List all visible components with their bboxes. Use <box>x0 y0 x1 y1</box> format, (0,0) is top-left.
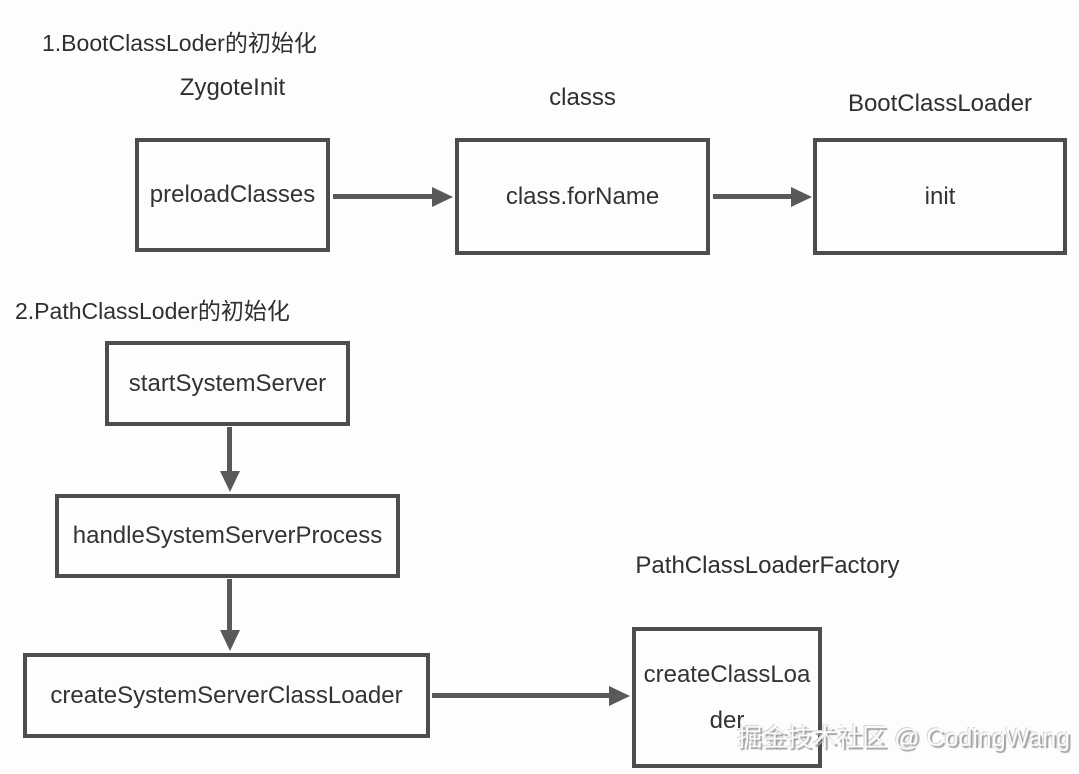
node-header-bootclassloader: BootClassLoader <box>847 90 1033 117</box>
node-header-pathclassloaderfactory: PathClassLoaderFactory <box>635 552 900 579</box>
node-startsystemserver: startSystemServer <box>105 341 350 426</box>
arrow-preloadclasses-to-forname <box>333 194 432 199</box>
node-header-zygoteinit: ZygoteInit <box>179 74 286 101</box>
section1-title: 1.BootClassLoder的初始化 <box>42 30 317 56</box>
arrow-create-to-factory <box>432 693 609 698</box>
node-startsystemserver-label: startSystemServer <box>128 369 327 397</box>
node-preloadclasses-label: preloadClasses <box>149 181 316 208</box>
node-handlesystemserverprocess: handleSystemServerProcess <box>55 494 400 578</box>
section2-title: 2.PathClassLoder的初始化 <box>15 298 290 324</box>
node-init: init <box>813 138 1067 255</box>
node-createsystemserverclassloader-label: createSystemServerClassLoader <box>50 681 403 709</box>
arrow-forname-to-init <box>713 194 791 199</box>
node-createclassloader-line2: der <box>709 706 745 734</box>
node-createclassloader: createClassLoa der <box>632 627 822 768</box>
node-createclassloader-label: createClassLoa der <box>644 652 811 744</box>
node-class-forname: class.forName <box>455 138 710 255</box>
node-init-label: init <box>924 182 956 210</box>
node-preloadclasses: preloadClasses <box>135 138 330 252</box>
node-header-classs: classs <box>549 84 616 111</box>
node-handlesystemserverprocess-label: handleSystemServerProcess <box>72 522 383 549</box>
node-createsystemserverclassloader: createSystemServerClassLoader <box>23 653 430 738</box>
arrow-handle-to-create <box>227 579 232 630</box>
arrow-start-to-handle <box>227 427 232 471</box>
node-class-forname-label: class.forName <box>505 182 660 210</box>
node-createclassloader-line1: createClassLoa <box>643 660 811 688</box>
watermark-text: 掘金技术社区 @ CodingWang <box>737 724 1070 752</box>
